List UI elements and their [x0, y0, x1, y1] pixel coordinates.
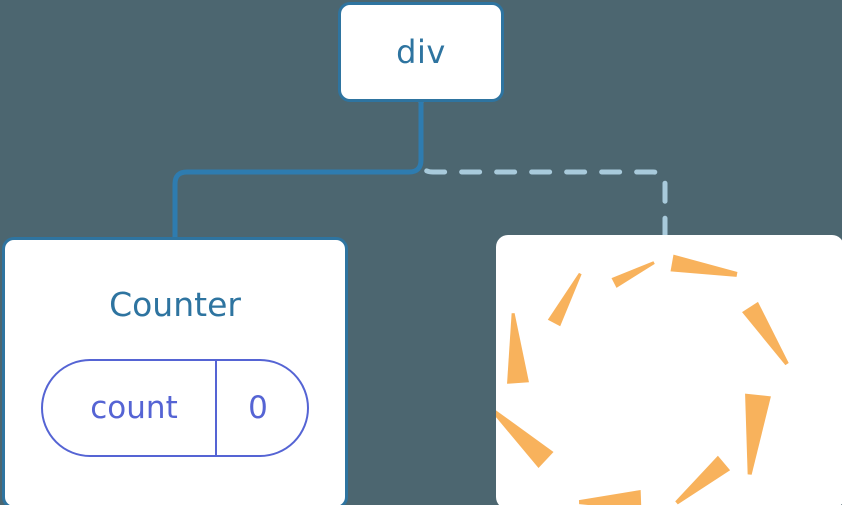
- node-render-burst[interactable]: [496, 235, 842, 505]
- burst-ray: [670, 254, 738, 277]
- sparkle-burst-icon: [496, 254, 789, 505]
- state-value-label: 0: [248, 390, 268, 426]
- burst-ray-group: [496, 254, 789, 505]
- node-counter-label: Counter: [109, 285, 241, 324]
- state-pill-divider: [215, 361, 217, 455]
- node-div-label: div: [396, 33, 446, 71]
- state-key-label: count: [90, 390, 178, 426]
- burst-ray: [547, 272, 582, 327]
- node-div[interactable]: div: [338, 2, 504, 102]
- burst-ray: [742, 301, 789, 366]
- burst-ray: [507, 313, 529, 384]
- node-counter[interactable]: Counter count 0: [2, 237, 348, 505]
- state-pill-count[interactable]: count 0: [41, 359, 309, 457]
- burst-ray: [675, 455, 731, 505]
- burst-ray: [496, 410, 554, 469]
- edge-root-to-burst: [418, 100, 668, 239]
- burst-ray: [611, 261, 655, 288]
- burst-ray: [745, 393, 771, 475]
- burst-ray: [578, 490, 642, 505]
- edge-root-to-counter: [172, 100, 424, 241]
